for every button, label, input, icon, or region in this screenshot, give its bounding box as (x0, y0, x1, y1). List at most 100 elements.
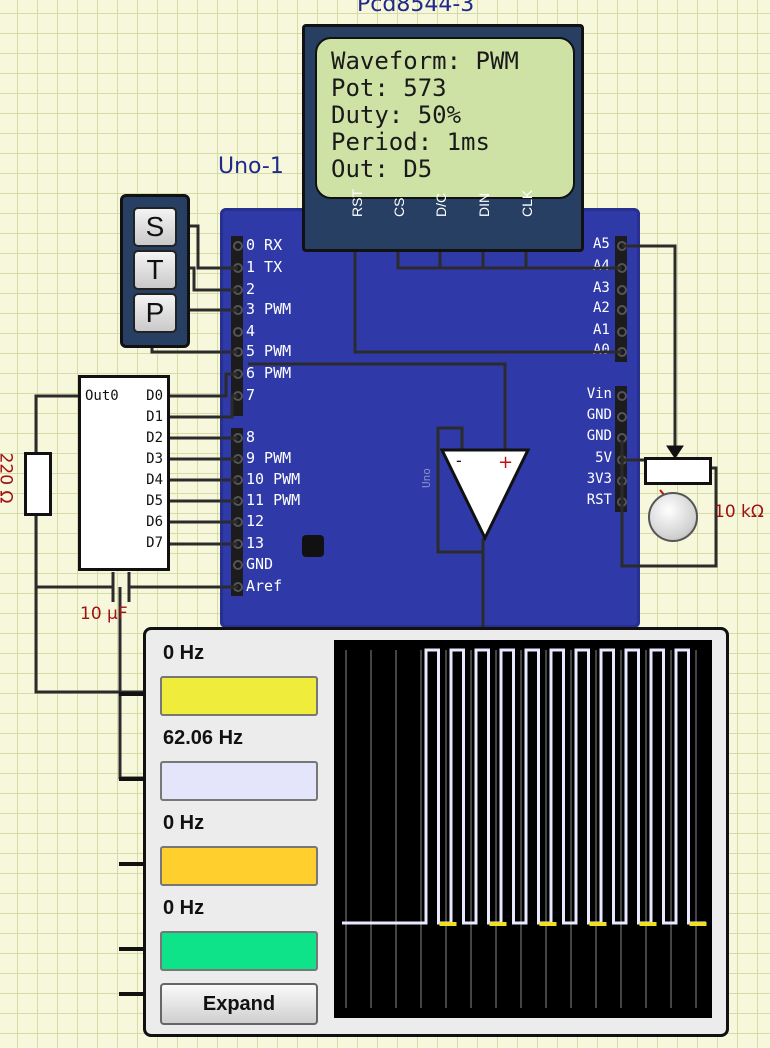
board-pin-hole[interactable] (233, 496, 243, 506)
probe-1 (119, 692, 143, 696)
board-pin-label: 7 (246, 386, 256, 404)
board-analog-pin-label: A1 (593, 322, 610, 338)
board-power-pin-label: GND (586, 428, 612, 444)
chip-pin-label: D3 (146, 451, 163, 467)
board-pin-hole[interactable] (233, 285, 243, 295)
board-analog-pin-label: A0 (593, 342, 610, 358)
board-pin-hole[interactable] (617, 241, 627, 251)
board-analog-pin-label: A2 (593, 300, 610, 316)
board-pin-label: 13 (246, 534, 265, 552)
potentiometer-knob[interactable] (648, 492, 698, 542)
op-amp[interactable]: - + (438, 440, 532, 544)
board-pin-hole[interactable] (617, 455, 627, 465)
board-power-pin-label: 3V3 (586, 471, 612, 487)
capacitor-label: 10 µF (80, 604, 128, 624)
arduino-uno-board[interactable] (220, 208, 640, 628)
board-analog-pin-label: A5 (593, 236, 610, 252)
channel-1-color-swatch[interactable] (160, 676, 318, 716)
scope-pwm-trace (342, 648, 706, 925)
probe-2 (119, 777, 143, 781)
probe-4 (119, 947, 143, 951)
board-pin-label: 1 TX (246, 258, 283, 276)
logic-analyzer[interactable]: 0 Hz 62.06 Hz 0 Hz 0 Hz Expand (119, 627, 729, 1037)
board-pin-label: 4 (246, 322, 256, 340)
board-pin-hole[interactable] (617, 391, 627, 401)
board-analog-pin-label: A4 (593, 258, 610, 274)
chip-out0-label: Out0 (85, 388, 119, 404)
board-pin-hole[interactable] (617, 305, 627, 315)
chip-pin-label: D5 (146, 493, 163, 509)
board-pin-label: 12 (246, 512, 265, 530)
pcd8544-lcd[interactable]: Waveform: PWM Pot: 573 Duty: 50% Period:… (302, 24, 584, 252)
board-pin-label: 3 PWM (246, 300, 292, 318)
board-mcu-chip (302, 535, 324, 557)
board-pin-hole[interactable] (233, 327, 243, 337)
probe-5 (119, 992, 143, 996)
board-power-pin-label: RST (586, 492, 612, 508)
board-pin-hole[interactable] (233, 241, 243, 251)
resistor-220[interactable] (24, 452, 52, 516)
board-pin-hole[interactable] (233, 539, 243, 549)
board-pin-hole[interactable] (233, 475, 243, 485)
board-pin-hole[interactable] (617, 327, 627, 337)
op-amp-minus: - (456, 451, 462, 470)
scope-gridlines (345, 650, 697, 1008)
op-amp-triangle (439, 448, 531, 542)
lcd-line-3: Duty: 50% (331, 101, 462, 129)
channel-3-frequency: 0 Hz (163, 812, 205, 834)
lcd-pin-din: DIN (476, 192, 492, 217)
potentiometer-body[interactable] (644, 457, 712, 485)
board-pin-hole[interactable] (617, 433, 627, 443)
waveform-display (334, 640, 712, 1018)
channel-2-color-swatch[interactable] (160, 761, 318, 801)
board-pin-label: 2 (246, 280, 256, 298)
board-pin-hole[interactable] (617, 476, 627, 486)
expand-button[interactable]: Expand (160, 983, 318, 1025)
board-pin-label: 11 PWM (246, 491, 301, 509)
channel-3-color-swatch[interactable] (160, 846, 318, 886)
op-amp-plus: + (498, 452, 513, 473)
board-pin-label: GND (246, 555, 274, 573)
channel-4-frequency: 0 Hz (163, 897, 205, 919)
board-pin-hole[interactable] (233, 560, 243, 570)
board-power-pin-label: GND (586, 407, 612, 423)
channel-4-color-swatch[interactable] (160, 931, 318, 971)
board-pin-hole[interactable] (617, 497, 627, 507)
board-pin-hole[interactable] (233, 347, 243, 357)
board-pin-hole[interactable] (617, 263, 627, 273)
board-pin-hole[interactable] (233, 391, 243, 401)
lcd-line-5: Out: D5 (331, 155, 433, 183)
p-button[interactable]: P (133, 293, 177, 333)
s-button[interactable]: S (133, 207, 177, 247)
stp-button-panel: S T P (120, 194, 190, 348)
probe-3 (119, 862, 143, 866)
board-analog-pin-label: A3 (593, 280, 610, 296)
chip-pin-label: D0 (146, 388, 163, 404)
board-pin-hole[interactable] (233, 263, 243, 273)
board-power-pin-label: Vin (586, 386, 612, 402)
channel-1-frequency: 0 Hz (163, 642, 205, 664)
board-pin-hole[interactable] (233, 582, 243, 592)
scope-trace (342, 648, 707, 926)
chip-pin-label: D1 (146, 409, 163, 425)
board-pin-label: 6 PWM (246, 364, 292, 382)
resistor-label: 220 Ω (0, 452, 16, 504)
lcd-line-4: Period: 1ms (331, 128, 490, 156)
chip-pin-label: D6 (146, 514, 163, 530)
chip-pin-label: D2 (146, 430, 163, 446)
analog-header (615, 236, 627, 362)
board-pin-hole[interactable] (233, 305, 243, 315)
board-pin-hole[interactable] (617, 412, 627, 422)
board-pin-hole[interactable] (233, 454, 243, 464)
lcd-pin-dc: D/C (433, 192, 449, 217)
board-pin-hole[interactable] (617, 285, 627, 295)
board-pin-hole[interactable] (617, 347, 627, 357)
board-pin-hole[interactable] (233, 433, 243, 443)
lcd-pin-clk: CLK (519, 189, 535, 217)
board-pin-hole[interactable] (233, 369, 243, 379)
board-pin-hole[interactable] (233, 517, 243, 527)
lcd-pin-cs: CS (391, 197, 407, 217)
lcd-line-1: Waveform: PWM (331, 47, 519, 75)
t-button[interactable]: T (133, 250, 177, 290)
